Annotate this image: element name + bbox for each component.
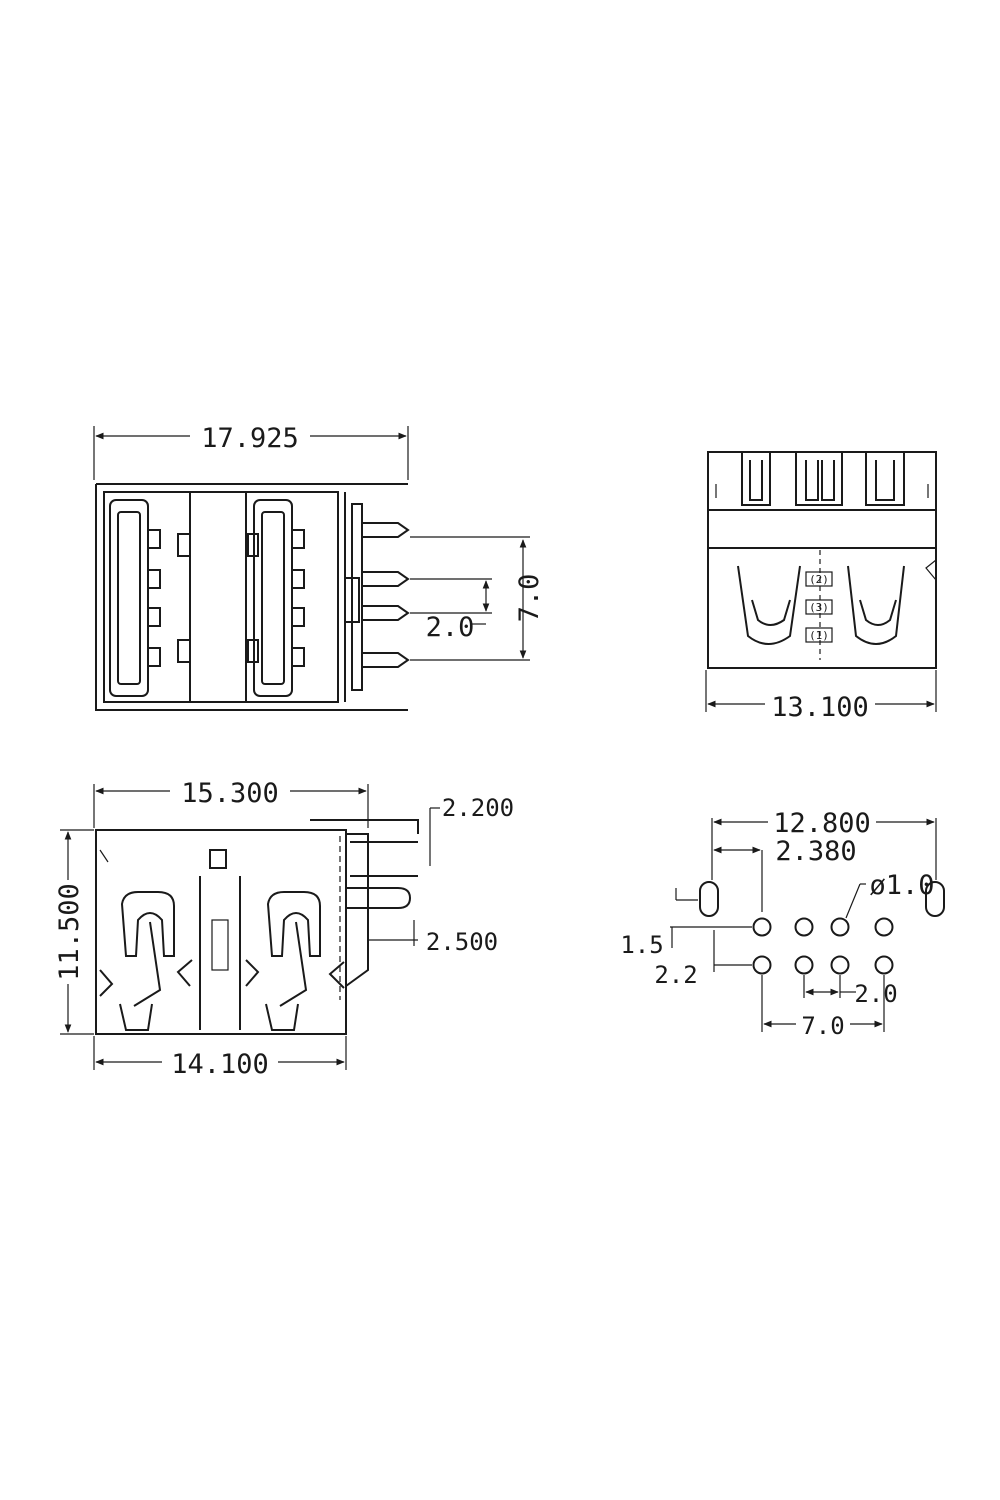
- dim-pin-pitch-fp: 2.0: [803, 975, 898, 1008]
- dim-label-d10: ø1.0: [869, 870, 934, 901]
- dim-pin-span-fp: 7.0: [761, 975, 885, 1040]
- dim-pin-pitch: 2.0: [410, 578, 492, 643]
- dim-label-11500: 11.500: [54, 883, 85, 981]
- dim-outer-span: 12.800: [711, 808, 937, 880]
- pin-mark-2: (2): [809, 573, 829, 586]
- dim-label-20: 2.0: [426, 612, 475, 643]
- dim-row-offset: 1.5: [620, 888, 752, 959]
- dim-leg-offset: 2.500: [368, 920, 498, 956]
- dim-hole-diameter: ø1.0: [845, 870, 935, 919]
- dim-label-2380: 2.380: [775, 836, 856, 867]
- pin-mark-1: (1): [809, 629, 829, 642]
- dim-label-17925: 17.925: [201, 423, 299, 454]
- top-housing: [95, 483, 410, 711]
- dim-bottom-width: 14.100: [93, 1036, 347, 1080]
- dim-label-15: 1.5: [620, 931, 663, 959]
- dim-label-13100: 13.100: [771, 692, 869, 723]
- dim-label-15300: 15.300: [181, 778, 279, 809]
- dim-overall-width: 17.925: [93, 423, 409, 480]
- dim-row-pitch: 2.2: [654, 930, 752, 989]
- dim-pin-span: 7.0: [410, 536, 545, 661]
- dim-label-2200: 2.200: [442, 794, 514, 822]
- end-housing: (2) (3) (1): [707, 451, 937, 669]
- top-view: 17.925: [93, 423, 545, 711]
- footprint-holes: [699, 881, 945, 975]
- dim-edge-offset: 2.380: [713, 836, 857, 912]
- dim-label-70: 7.0: [514, 574, 545, 623]
- footprint-view: 12.800 2.380 ø1.0: [620, 808, 945, 1040]
- dim-label-2500: 2.500: [426, 928, 498, 956]
- pin-mark-3: (3): [809, 601, 829, 614]
- dim-height: 11.500: [54, 829, 94, 1035]
- side-view: 15.300: [54, 778, 514, 1080]
- side-housing: [95, 819, 419, 1035]
- dim-label-20-fp: 2.0: [854, 980, 897, 1008]
- dim-label-14100: 14.100: [171, 1049, 269, 1080]
- dim-tab-offset: 2.200: [429, 794, 514, 866]
- dim-top-width: 15.300: [93, 778, 369, 828]
- end-view: (2) (3) (1) 13.100: [705, 451, 937, 723]
- dim-label-70-fp: 7.0: [801, 1012, 844, 1040]
- dim-end-width: 13.100: [705, 670, 937, 723]
- dim-label-12800: 12.800: [773, 808, 871, 839]
- dim-label-22: 2.2: [654, 961, 697, 989]
